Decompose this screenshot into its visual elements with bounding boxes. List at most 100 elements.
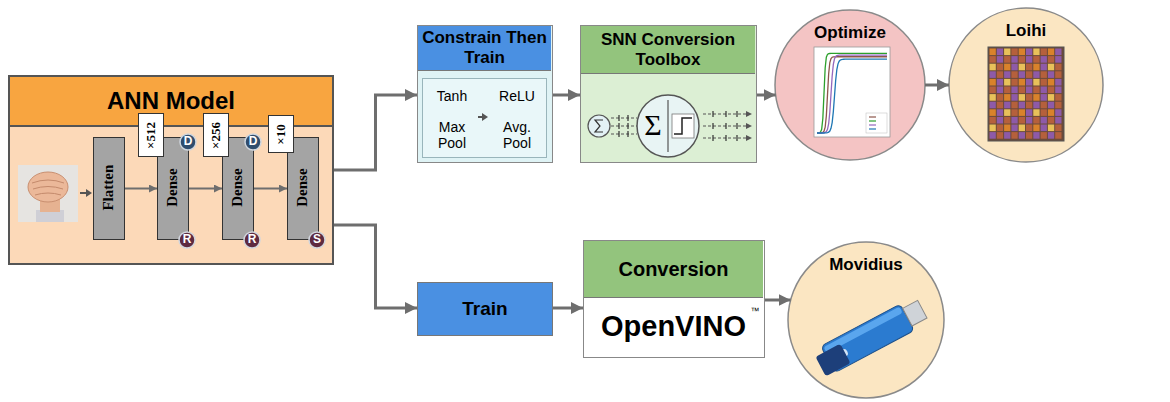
chip-core xyxy=(1004,94,1010,101)
chip-core xyxy=(1019,102,1025,109)
label-text: OpenVINO xyxy=(601,310,746,343)
legend-stroke xyxy=(869,124,876,125)
input-arrow xyxy=(80,192,87,194)
chip-core xyxy=(1033,109,1039,116)
spike xyxy=(619,123,628,129)
spike-train xyxy=(703,125,747,126)
chip-core xyxy=(1033,56,1039,63)
circle-outline xyxy=(179,232,195,248)
text-slot: ×10 xyxy=(269,116,293,152)
label-text: Train xyxy=(462,298,507,320)
chip-core xyxy=(997,79,1003,86)
chip-core xyxy=(1026,87,1032,94)
chip-core xyxy=(990,102,996,109)
chip-core xyxy=(1026,71,1032,78)
chip-core xyxy=(1004,64,1010,71)
spike-train xyxy=(703,113,747,114)
chip-core xyxy=(1055,109,1061,116)
label-text: SNN Conversion Toolbox xyxy=(581,30,755,69)
circle-outline xyxy=(309,232,325,248)
chip-core xyxy=(1055,64,1061,71)
photo-ground xyxy=(18,165,78,222)
text-slot: S xyxy=(308,231,326,249)
step-panel: Constrain Then TrainTanhMax PoolReLUAvg.… xyxy=(417,25,553,163)
chip-core xyxy=(1004,132,1010,139)
label-text: Dense xyxy=(294,169,311,207)
neuron-divider xyxy=(667,100,668,152)
unit-count: ×10 xyxy=(268,115,294,153)
chip-core xyxy=(1048,125,1054,132)
label-text: Movidius xyxy=(829,255,903,275)
label-text: ×512 xyxy=(144,122,159,149)
activation-dot: R xyxy=(243,231,261,249)
chip-core xyxy=(1004,87,1010,94)
chip-core xyxy=(1011,102,1017,109)
spike xyxy=(619,131,628,137)
legend-stroke xyxy=(869,120,876,121)
process-box: Train xyxy=(417,282,553,336)
chip-core xyxy=(1026,117,1032,124)
step-panel: SNN Conversion ToolboxΣ xyxy=(580,25,757,163)
label-text: Max Pool xyxy=(425,119,479,151)
neuron-circle: Σ xyxy=(636,94,700,158)
chip-core xyxy=(1041,102,1047,109)
layer-box: Flatten xyxy=(93,137,125,240)
spike xyxy=(619,115,628,121)
connector-arrow xyxy=(553,94,580,97)
text-slot: Avg. Pool xyxy=(490,117,544,153)
chip-core xyxy=(1041,109,1047,116)
text-slot: Flatten xyxy=(94,138,123,238)
chip-core xyxy=(990,79,996,86)
chip-core xyxy=(997,56,1003,63)
chip-core xyxy=(1048,87,1054,94)
chip-core xyxy=(1004,71,1010,78)
chip-core xyxy=(1041,87,1047,94)
stick-cap xyxy=(815,344,850,377)
activation-dot: D xyxy=(244,133,262,151)
text-slot: ×256 xyxy=(204,114,228,156)
chip-core xyxy=(990,117,996,124)
model-panel: ANN ModelFlattenDense×512DRDense×256DRDe… xyxy=(8,75,334,265)
finger-lines xyxy=(32,180,64,195)
chip-core xyxy=(1019,71,1025,78)
spike-train xyxy=(703,137,747,138)
chip-core xyxy=(1004,117,1010,124)
unit-count: ×256 xyxy=(203,113,229,157)
chip-core xyxy=(1004,56,1010,63)
chip-core xyxy=(1004,125,1010,132)
input-arrow-head xyxy=(86,189,92,197)
chip-core xyxy=(1033,125,1039,132)
activation-dot: D xyxy=(179,133,197,151)
step-frame xyxy=(672,114,694,138)
chip-core xyxy=(997,64,1003,71)
chip-core xyxy=(1019,64,1025,71)
chip-core xyxy=(1055,132,1061,139)
chip-core xyxy=(1026,94,1032,101)
chip-core xyxy=(1011,56,1017,63)
chip-core xyxy=(1048,71,1054,78)
text-slot: Constrain Then Train xyxy=(418,26,551,71)
text-slot: Movidius xyxy=(807,253,925,277)
chip-core xyxy=(1041,117,1047,124)
chip-core xyxy=(1004,79,1010,86)
label-text: Loihi xyxy=(1006,21,1047,41)
text-slot: Train xyxy=(418,283,552,335)
chip-core xyxy=(1041,64,1047,71)
spike xyxy=(713,123,737,129)
label-text: D xyxy=(184,135,193,149)
chip-core xyxy=(990,64,996,71)
unit-count: ×512 xyxy=(138,113,164,157)
accuracy-curve xyxy=(817,57,887,133)
text-slot: Loihi xyxy=(968,19,1084,43)
chip-core xyxy=(1048,132,1054,139)
target-circle: Loihi xyxy=(948,7,1104,163)
connector-arrow xyxy=(189,188,222,190)
label-text: Constrain Then Train xyxy=(418,28,551,67)
plot-legend xyxy=(866,113,887,133)
chip-core xyxy=(1026,56,1032,63)
text-slot: D xyxy=(179,133,197,151)
text-slot: D xyxy=(244,133,262,151)
chip-core xyxy=(1048,64,1054,71)
chip-core xyxy=(1019,49,1025,56)
circle-outline xyxy=(244,232,260,248)
